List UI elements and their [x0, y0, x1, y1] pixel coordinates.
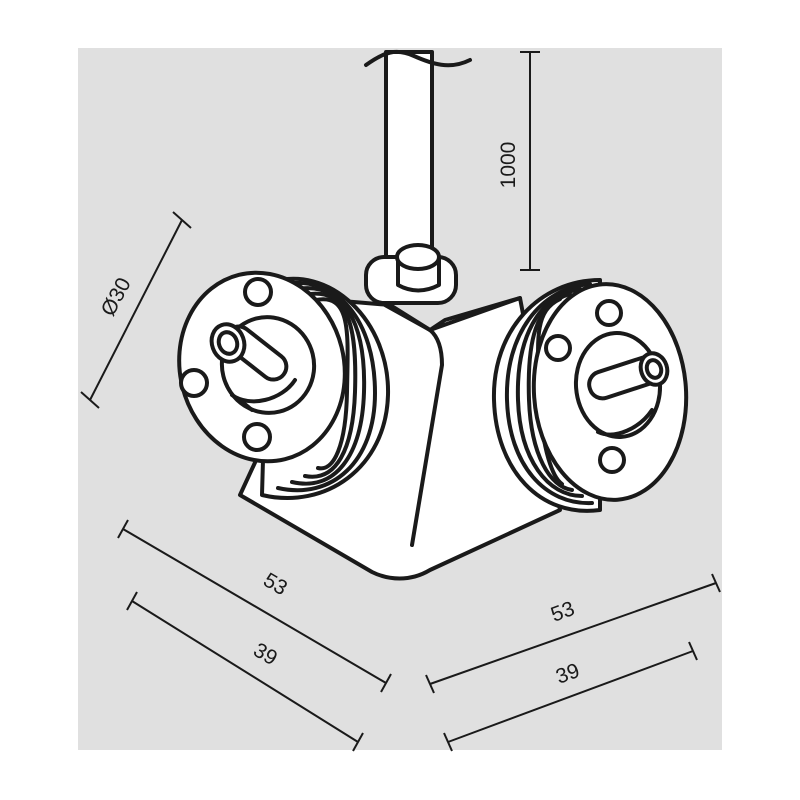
right-screw-hole-top [595, 299, 623, 327]
mount-block [364, 243, 458, 305]
suspension-cable [364, 49, 472, 259]
left-screw-hole-top [243, 277, 273, 307]
label-cable-length: 1000 [497, 142, 520, 189]
left-screw-hole-left [179, 368, 209, 398]
right-screw-hole-bottom [598, 446, 626, 474]
left-screw-hole-bottom [242, 422, 272, 452]
right-screw-hole-left [544, 334, 572, 362]
dimension-cable-length: 1000 [497, 51, 540, 271]
right-head-face [531, 282, 689, 502]
left-head-face [177, 270, 347, 464]
